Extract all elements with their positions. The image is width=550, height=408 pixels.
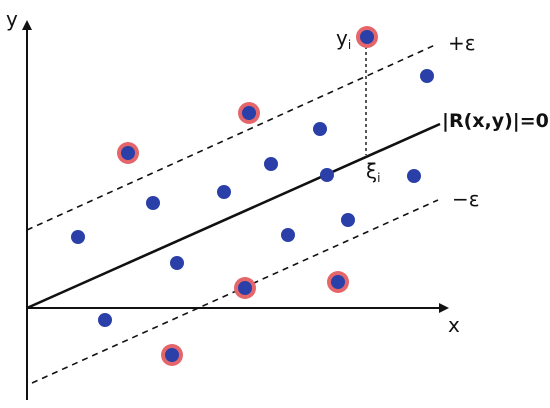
outlier-point bbox=[117, 142, 139, 164]
outlier-core bbox=[165, 348, 179, 362]
data-point bbox=[217, 185, 231, 199]
outlier-point bbox=[234, 277, 256, 299]
xi-subscript: i bbox=[377, 171, 380, 185]
outlier-core bbox=[360, 30, 374, 44]
outlier-core bbox=[238, 281, 252, 295]
xi-main: ξ bbox=[366, 159, 377, 183]
outlier-point bbox=[327, 271, 349, 293]
data-point bbox=[341, 213, 355, 227]
data-point bbox=[313, 122, 327, 136]
yi-main: y bbox=[336, 26, 348, 50]
data-point bbox=[264, 157, 278, 171]
data-point bbox=[407, 169, 421, 183]
data-point bbox=[146, 196, 160, 210]
upper-epsilon-line bbox=[26, 44, 436, 231]
data-point bbox=[320, 168, 334, 182]
outlier-core bbox=[242, 106, 256, 120]
yi-subscript: i bbox=[348, 38, 351, 52]
plus-epsilon-label: +ε bbox=[448, 31, 476, 55]
x-axis-label: x bbox=[448, 313, 460, 337]
y-axis-label: y bbox=[6, 7, 18, 31]
yi-label: yi bbox=[336, 26, 351, 52]
data-points bbox=[71, 26, 434, 366]
outlier-point bbox=[238, 102, 260, 124]
outlier-core bbox=[121, 146, 135, 160]
outlier-point bbox=[356, 26, 378, 48]
outlier-point bbox=[161, 344, 183, 366]
data-point bbox=[170, 256, 184, 270]
data-point bbox=[420, 69, 434, 83]
minus-epsilon-label: −ε bbox=[452, 187, 480, 211]
outlier-core bbox=[331, 275, 345, 289]
data-point bbox=[71, 230, 85, 244]
data-point bbox=[98, 313, 112, 327]
regression-line bbox=[26, 122, 441, 310]
xi-label: ξi bbox=[366, 159, 381, 185]
equation-label: |R(x,y)|=0 bbox=[442, 110, 549, 132]
data-point bbox=[281, 228, 295, 242]
